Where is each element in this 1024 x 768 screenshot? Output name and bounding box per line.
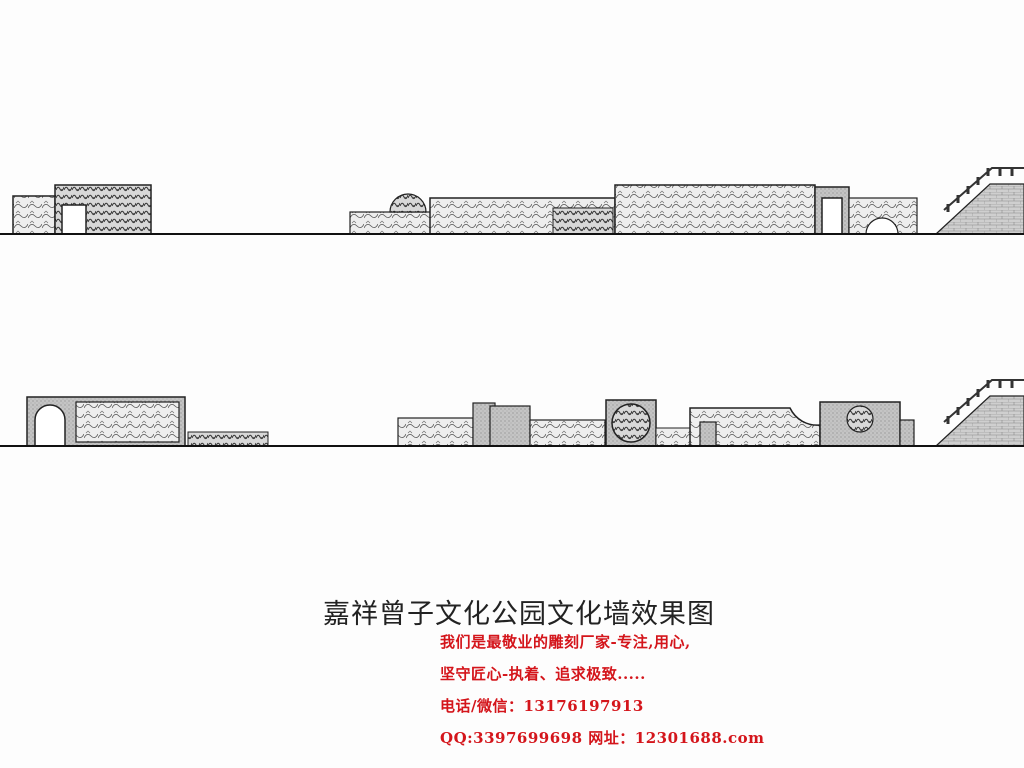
relief-panel bbox=[655, 427, 691, 447]
window bbox=[821, 197, 843, 235]
doorway bbox=[61, 204, 87, 235]
upper-elevation bbox=[0, 167, 1024, 235]
lower-elevation bbox=[0, 379, 1024, 447]
relief-panel bbox=[397, 417, 474, 447]
moon-gate bbox=[865, 217, 899, 235]
relief-panel bbox=[614, 184, 816, 235]
relief-panel bbox=[349, 211, 433, 235]
relief-panel bbox=[187, 431, 269, 447]
round-medallion bbox=[611, 403, 651, 443]
arch-doorway bbox=[34, 404, 66, 447]
ad-line: 我们是最敬业的雕刻厂家-专注,用心, bbox=[440, 633, 691, 651]
arch-crown bbox=[389, 193, 427, 213]
ad-line: 坚守匠心-执着、追求极致..... bbox=[440, 665, 646, 683]
drawing-title: 嘉祥曾子文化公园文化墙效果图 bbox=[323, 599, 715, 630]
contact-phone: 电话/微信：13176197913 bbox=[440, 697, 644, 715]
round-window bbox=[846, 405, 874, 433]
relief-panel bbox=[12, 195, 56, 235]
relief-panel bbox=[529, 419, 606, 447]
contact-qq-website: QQ:3397699698 网址：12301688.com bbox=[440, 729, 765, 747]
relief-panel bbox=[552, 207, 614, 235]
pillar bbox=[489, 405, 531, 447]
relief-panel bbox=[75, 401, 180, 443]
